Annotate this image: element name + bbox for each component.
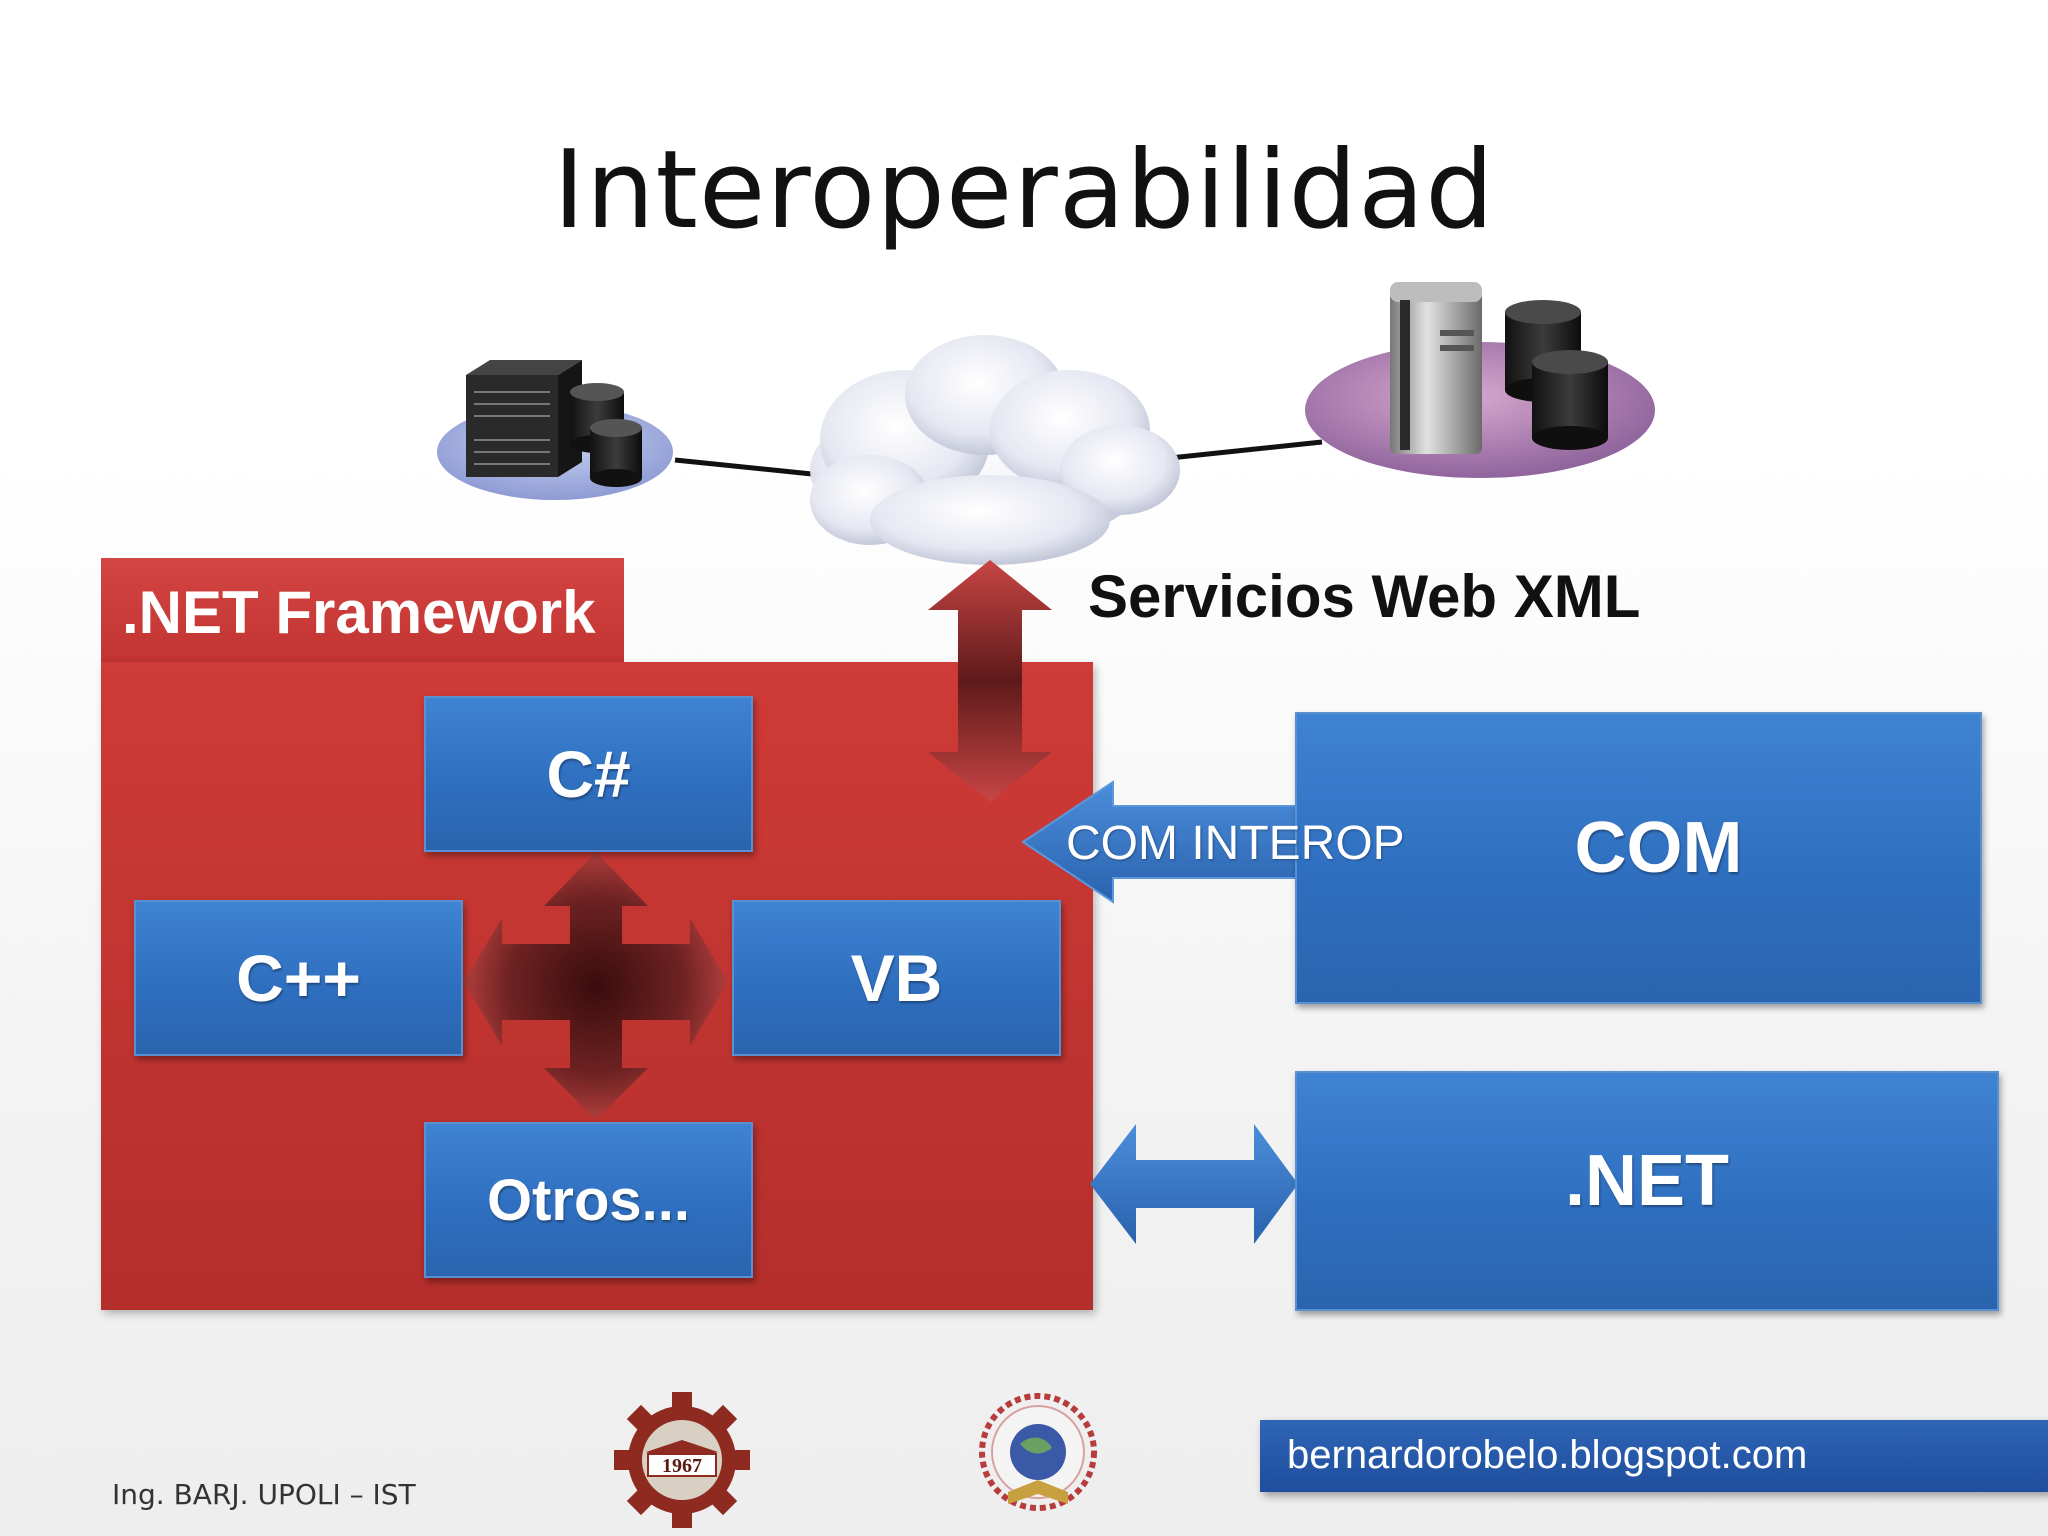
csharp-label: C# bbox=[546, 737, 631, 811]
com-label: COM bbox=[1574, 808, 1743, 888]
otros-label: Otros... bbox=[486, 1167, 691, 1233]
net-label: .NET bbox=[1564, 1141, 1729, 1221]
slide-title: Interoperabilidad bbox=[553, 128, 1495, 253]
cloud-icon bbox=[810, 335, 1180, 565]
footer-credit: Ing. BARJ. UPOLI – IST bbox=[112, 1478, 416, 1511]
vb-box: VB bbox=[732, 900, 1061, 1056]
upoli-logo-icon: 1967 bbox=[614, 1392, 750, 1528]
database-icon bbox=[570, 383, 642, 487]
server-right-icon bbox=[1305, 282, 1655, 478]
net-link-arrow bbox=[1090, 1124, 1298, 1244]
xml-services-arrow bbox=[928, 560, 1052, 802]
language-cross-arrow bbox=[464, 852, 728, 1120]
com-interop-label: COM INTEROP bbox=[1066, 817, 1405, 870]
blog-banner bbox=[1260, 1420, 2048, 1492]
cpp-label: C++ bbox=[236, 941, 361, 1015]
framework-tab bbox=[101, 558, 624, 664]
logo-year: 1967 bbox=[662, 1455, 702, 1477]
framework-label: .NET Framework bbox=[122, 579, 596, 646]
cpp-box: C++ bbox=[134, 900, 463, 1056]
net-box: .NET bbox=[1295, 1071, 1999, 1311]
csharp-box: C# bbox=[424, 696, 753, 852]
vb-label: VB bbox=[850, 941, 943, 1015]
blog-url[interactable]: bernardorobelo.blogspot.com bbox=[1287, 1433, 1808, 1477]
network-illustration bbox=[437, 282, 1655, 565]
services-label: Servicios Web XML bbox=[1088, 563, 1641, 630]
ist-logo-icon bbox=[979, 1393, 1097, 1511]
otros-box: Otros... bbox=[424, 1122, 753, 1278]
com-box: COM bbox=[1295, 712, 1982, 1004]
